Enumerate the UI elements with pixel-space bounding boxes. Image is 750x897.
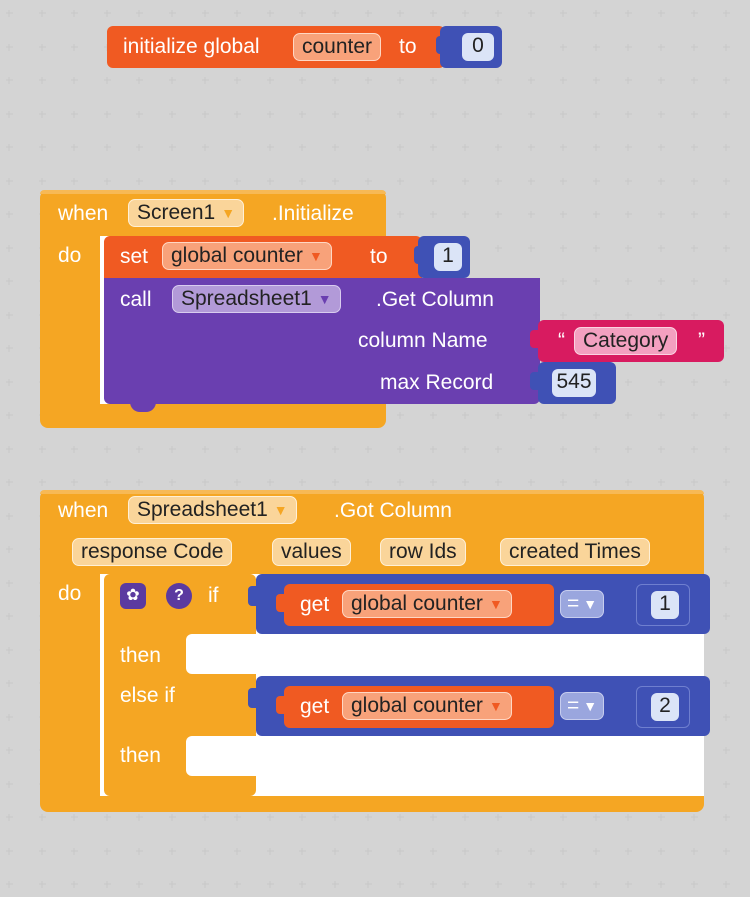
set-label: set <box>120 245 149 268</box>
then-slot-2 <box>186 736 256 776</box>
socket-notch <box>436 36 446 54</box>
number-block-cond2[interactable]: 2 <box>636 686 690 728</box>
variable-name-field[interactable]: counter <box>293 33 382 61</box>
init-value-field[interactable]: 0 <box>462 33 494 61</box>
if-label: if <box>208 584 219 607</box>
initialize-event-label: .Initialize <box>272 202 354 225</box>
do-label: do <box>58 244 82 267</box>
socket-notch <box>248 586 260 606</box>
dropdown-arrow-icon: ▼ <box>488 596 503 613</box>
initialize-global-block[interactable]: initialize global counter to <box>107 26 445 68</box>
param-values[interactable]: values <box>272 538 351 566</box>
max-record-value-field[interactable]: 545 <box>552 369 596 397</box>
call-label: call <box>120 288 152 311</box>
do-label: do <box>58 582 82 605</box>
when-label: when <box>58 499 109 522</box>
screen-component-dropdown[interactable]: Screen1 ▼ <box>128 199 245 227</box>
init-to-label: to <box>399 35 417 58</box>
close-quote-icon: ” <box>698 329 705 352</box>
then-label: then <box>120 744 161 767</box>
get-label: get <box>300 695 330 718</box>
dropdown-arrow-icon: ▼ <box>308 248 323 265</box>
column-name-param-label: column Name <box>358 329 488 352</box>
socket-notch <box>276 696 288 714</box>
then-label: then <box>120 644 161 667</box>
number-block-init[interactable]: 0 <box>440 26 502 68</box>
else-if-label: else if <box>120 684 175 707</box>
get-column-method-label: .Get Column <box>376 288 494 311</box>
socket-notch <box>276 594 288 612</box>
spreadsheet-event-component-dropdown[interactable]: Spreadsheet1 ▼ <box>128 496 297 524</box>
grid-plus-marks <box>6 10 730 888</box>
init-prefix-label: initialize global <box>123 35 260 58</box>
set-to-label: to <box>370 245 388 268</box>
number-block-max-record[interactable]: 545 <box>538 362 616 404</box>
gear-icon[interactable]: ✿ <box>120 583 146 609</box>
cond1-value-field[interactable]: 1 <box>651 591 679 619</box>
dropdown-arrow-icon: ▼ <box>488 698 503 715</box>
param-created-times[interactable]: created Times <box>500 538 650 566</box>
then-slot-1 <box>186 634 256 674</box>
set-value-field[interactable]: 1 <box>434 243 462 271</box>
when-label: when <box>58 202 109 225</box>
max-record-param-label: max Record <box>380 371 494 394</box>
param-response-code[interactable]: response Code <box>72 538 233 566</box>
get-label: get <box>300 593 330 616</box>
open-quote-icon: “ <box>558 329 565 352</box>
number-block-cond1[interactable]: 1 <box>636 584 690 626</box>
event-component-label: Spreadsheet1 <box>137 498 268 521</box>
help-icon[interactable]: ? <box>166 583 192 609</box>
screen-component-label: Screen1 <box>137 201 216 224</box>
dropdown-arrow-icon: ▼ <box>273 502 288 519</box>
number-block-set[interactable]: 1 <box>418 236 470 278</box>
compare-operator-dropdown-1[interactable]: =▼ <box>560 590 605 618</box>
got-column-event-label: .Got Column <box>334 499 452 522</box>
socket-notch <box>530 330 542 348</box>
get-variable-label: global counter <box>351 694 483 717</box>
socket-notch <box>248 688 260 708</box>
operator-label: = <box>567 694 580 717</box>
compare-operator-dropdown-2[interactable]: =▼ <box>560 692 605 720</box>
socket-notch <box>414 246 424 264</box>
set-variable-dropdown[interactable]: global counter ▼ <box>162 242 332 270</box>
text-value-field[interactable]: Category <box>574 327 678 355</box>
spreadsheet-component-label: Spreadsheet1 <box>181 287 312 310</box>
dropdown-arrow-icon: ▼ <box>221 205 236 222</box>
socket-notch <box>530 372 542 390</box>
get-variable-label: global counter <box>351 592 483 615</box>
operator-label: = <box>567 592 580 615</box>
dropdown-arrow-icon: ▼ <box>583 596 598 613</box>
spreadsheet-component-dropdown[interactable]: Spreadsheet1 ▼ <box>172 285 341 313</box>
get-variable-dropdown-1[interactable]: global counter ▼ <box>342 590 512 618</box>
set-variable-label: global counter <box>171 244 303 267</box>
dropdown-arrow-icon: ▼ <box>583 698 598 715</box>
cond2-value-field[interactable]: 2 <box>651 693 679 721</box>
block-connector-tab <box>130 400 156 412</box>
get-variable-dropdown-2[interactable]: global counter ▼ <box>342 692 512 720</box>
dropdown-arrow-icon: ▼ <box>317 291 332 308</box>
param-row-ids[interactable]: row Ids <box>380 538 466 566</box>
